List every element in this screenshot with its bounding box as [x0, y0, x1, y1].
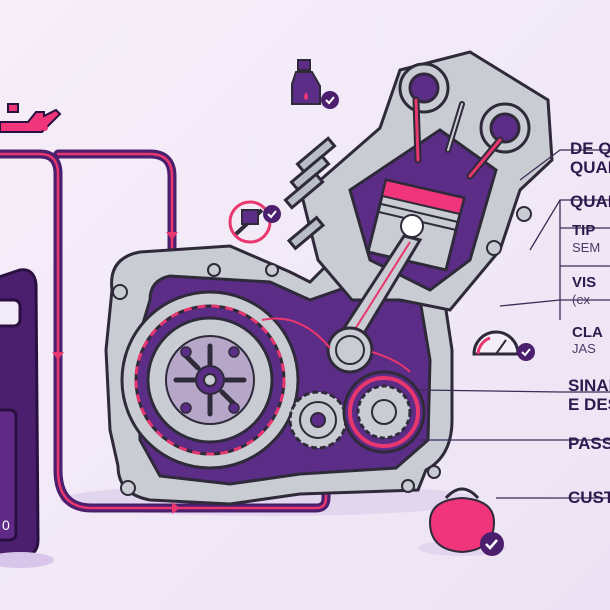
- label-signals-line2: E DES: [568, 395, 610, 414]
- oil-bottle-icon: [291, 59, 339, 109]
- label-viscosity-sub: (ex: [572, 292, 591, 307]
- oil-jug-icon: 0: [0, 268, 54, 568]
- label-leaders: [419, 149, 610, 499]
- label-classification: CLA: [572, 324, 603, 341]
- label-cost: CUSTO: [568, 488, 610, 507]
- label-viscosity: VIS: [572, 274, 597, 291]
- oil-can-icon: [0, 103, 62, 133]
- jug-label: 0: [2, 517, 10, 533]
- label-quantity-line2: QUAN: [570, 158, 610, 177]
- label-signals-line1: SINAI: [568, 376, 610, 395]
- purse-icon: [418, 487, 506, 556]
- gauge-icon: [472, 330, 535, 361]
- label-steps: PASSO: [568, 434, 610, 453]
- cylinder-block: [261, 50, 554, 374]
- clutch-assembly: [120, 290, 300, 470]
- gear-small: [288, 390, 348, 450]
- wrench-icon: [228, 200, 281, 244]
- label-quality: QUAL: [570, 192, 610, 211]
- label-quantity-line1: DE QU: [570, 139, 610, 158]
- label-type: TIP: [572, 222, 596, 239]
- label-classification-sub: JAS: [572, 341, 596, 356]
- crank-gear: [342, 370, 426, 454]
- label-type-sub: SEM: [572, 240, 601, 255]
- oil-circuit: [0, 149, 331, 514]
